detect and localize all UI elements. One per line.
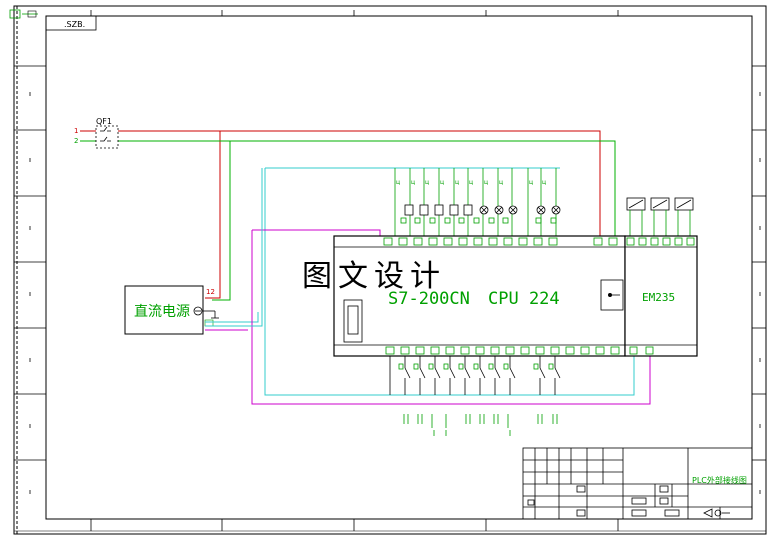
breaker-line2-label: 2 [74,137,78,145]
breaker-label: QF1 [96,117,112,126]
corner-marker [9,9,38,19]
plc-model-text: S7-200CN [388,289,470,309]
out-label-6: ц [469,179,473,186]
title-block-title: PLC外部接线图 [692,475,747,485]
output-wiring [394,168,557,236]
expansion-label: EM235 [642,291,675,304]
watermark-text: 图文设计 [302,259,446,294]
out-label-9: ц [529,179,533,186]
input-switches [389,356,561,395]
corner-label: .SZB. [64,20,85,29]
out-label-5: ц [455,179,459,186]
output-devices [404,204,561,216]
out-label-4: ц [440,179,444,186]
power-lines [80,130,616,301]
output-small-boxes [400,217,557,224]
breaker-qf1: QF1 1 2 [74,117,119,149]
breaker-line1-label: 1 [74,127,78,135]
dc-power-supply: 直流电源 12 [124,285,219,335]
plc-bottom-terminals [385,346,620,355]
plc-cpu-224: S7-200CN CPU 224 [333,235,626,357]
out-label-3: ц [425,179,429,186]
out-label-7: ц [484,179,488,186]
analog-sensors [626,197,694,236]
title-block [522,447,753,520]
plc-cpu-text: CPU 224 [488,289,560,309]
dc-supply-label: 直流电源 [134,303,190,320]
out-label-8: ц [499,179,503,186]
input-labels [403,414,558,436]
sheet-border: .SZB. [9,5,767,535]
expansion-em235: EM235 [624,235,698,357]
input-markers [398,363,554,370]
dc-supply-terminal-label: 12 [206,288,215,296]
out-label-1: ц [396,179,400,186]
out-label-2: ц [411,179,415,186]
output-device-labels: ц ц ц ц ц ц ц ц ц ц [396,179,546,186]
plc-top-terminals [383,237,618,246]
out-label-10: ц [542,179,546,186]
signal-loops [205,167,651,405]
